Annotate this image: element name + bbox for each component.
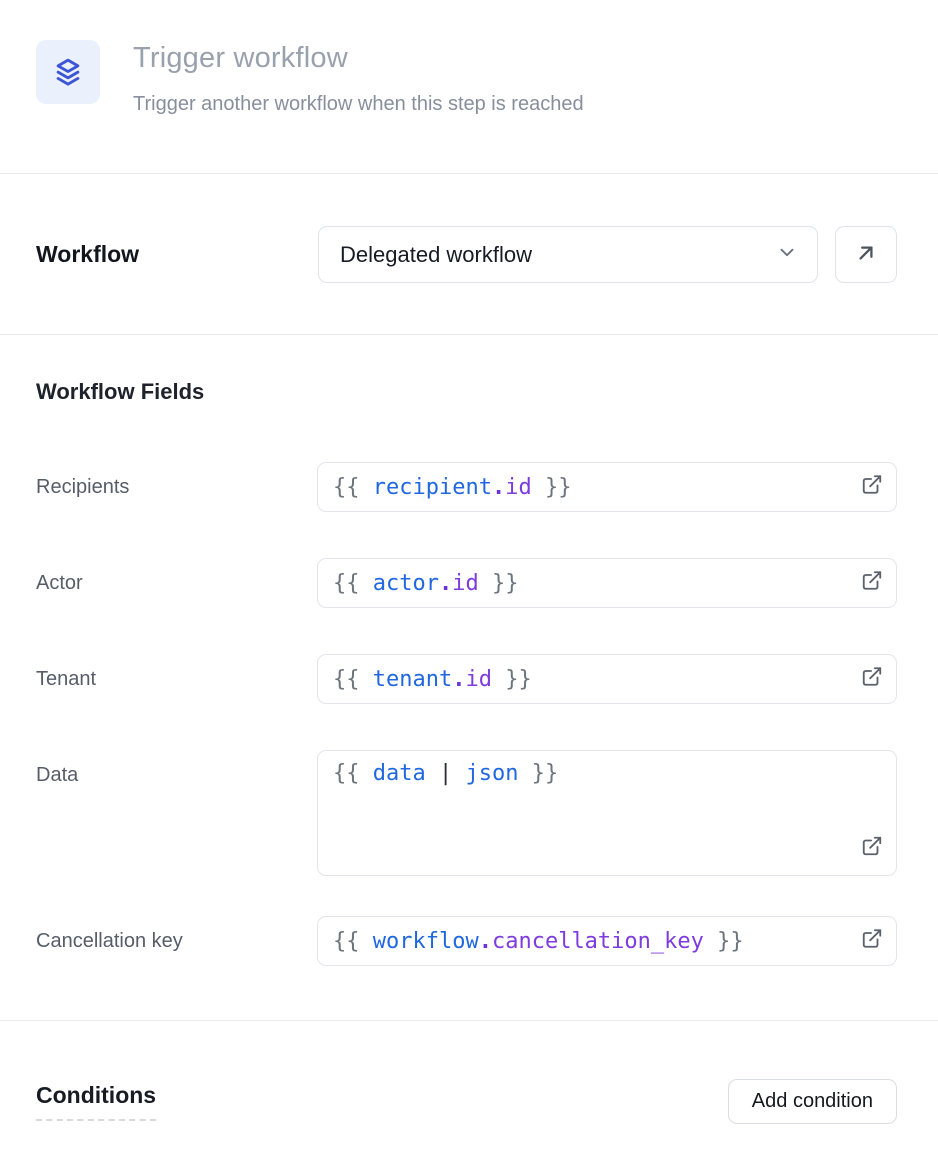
- workflow-fields-heading: Workflow Fields: [36, 379, 205, 404]
- conditions-heading[interactable]: Conditions: [36, 1082, 157, 1121]
- liquid-expression: {{ workflow.cancellation_key }}: [333, 928, 744, 954]
- data-input[interactable]: {{ data | json }}: [317, 750, 897, 876]
- workflow-controls: Delegated workflow: [318, 226, 897, 283]
- workflow-label: Workflow: [36, 241, 140, 267]
- recipients-input[interactable]: {{ recipient.id }}: [317, 462, 897, 512]
- workflow-fields-section: Workflow Fields Recipients {{ recipient.i…: [0, 335, 938, 966]
- liquid-expression: {{ recipient.id }}: [333, 474, 572, 500]
- step-header: Trigger workflow Trigger another workflo…: [0, 0, 938, 116]
- external-link-icon[interactable]: [861, 928, 883, 955]
- conditions-section: Conditions Add condition: [0, 1021, 938, 1124]
- field-row: Data {{ data | json }}: [36, 750, 897, 876]
- layers-icon: [36, 40, 100, 104]
- liquid-expression: {{ actor.id }}: [333, 570, 519, 596]
- divider: [0, 334, 938, 335]
- recipients-label: Recipients: [36, 475, 130, 498]
- step-header-text: Trigger workflow Trigger another workflo…: [133, 40, 584, 116]
- field-row: Cancellation key {{ workflow.cancellation…: [36, 916, 897, 966]
- chevron-down-icon: [776, 241, 798, 268]
- arrow-up-right-icon: [853, 240, 879, 269]
- actor-label: Actor: [36, 571, 83, 594]
- divider: [0, 1020, 938, 1021]
- cancellation-key-input[interactable]: {{ workflow.cancellation_key }}: [317, 916, 897, 966]
- external-link-icon[interactable]: [861, 570, 883, 597]
- add-condition-button[interactable]: Add condition: [727, 1079, 897, 1124]
- external-link-icon[interactable]: [861, 835, 883, 862]
- cancellation-key-label: Cancellation key: [36, 929, 183, 952]
- liquid-expression: {{ tenant.id }}: [333, 666, 532, 692]
- field-row: Actor {{ actor.id }}: [36, 558, 897, 608]
- tenant-input[interactable]: {{ tenant.id }}: [317, 654, 897, 704]
- field-row: Tenant {{ tenant.id }}: [36, 654, 897, 704]
- workflow-fields-rows: Recipients {{ recipient.id }} Actor {{ act…: [36, 462, 897, 966]
- divider: [0, 173, 938, 174]
- field-row: Recipients {{ recipient.id }}: [36, 462, 897, 512]
- workflow-select[interactable]: Delegated workflow: [318, 226, 818, 283]
- external-link-icon[interactable]: [861, 474, 883, 501]
- liquid-expression: {{ data | json }}: [333, 761, 559, 786]
- workflow-selector-row: Workflow Delegated workflow: [0, 174, 938, 334]
- actor-input[interactable]: {{ actor.id }}: [317, 558, 897, 608]
- tenant-label: Tenant: [36, 667, 97, 690]
- external-link-icon[interactable]: [861, 666, 883, 693]
- page-subtitle: Trigger another workflow when this step …: [133, 93, 584, 115]
- open-workflow-button[interactable]: [835, 226, 897, 283]
- data-label: Data: [36, 764, 79, 786]
- page-title: Trigger workflow: [133, 42, 348, 74]
- workflow-select-value: Delegated workflow: [340, 241, 532, 267]
